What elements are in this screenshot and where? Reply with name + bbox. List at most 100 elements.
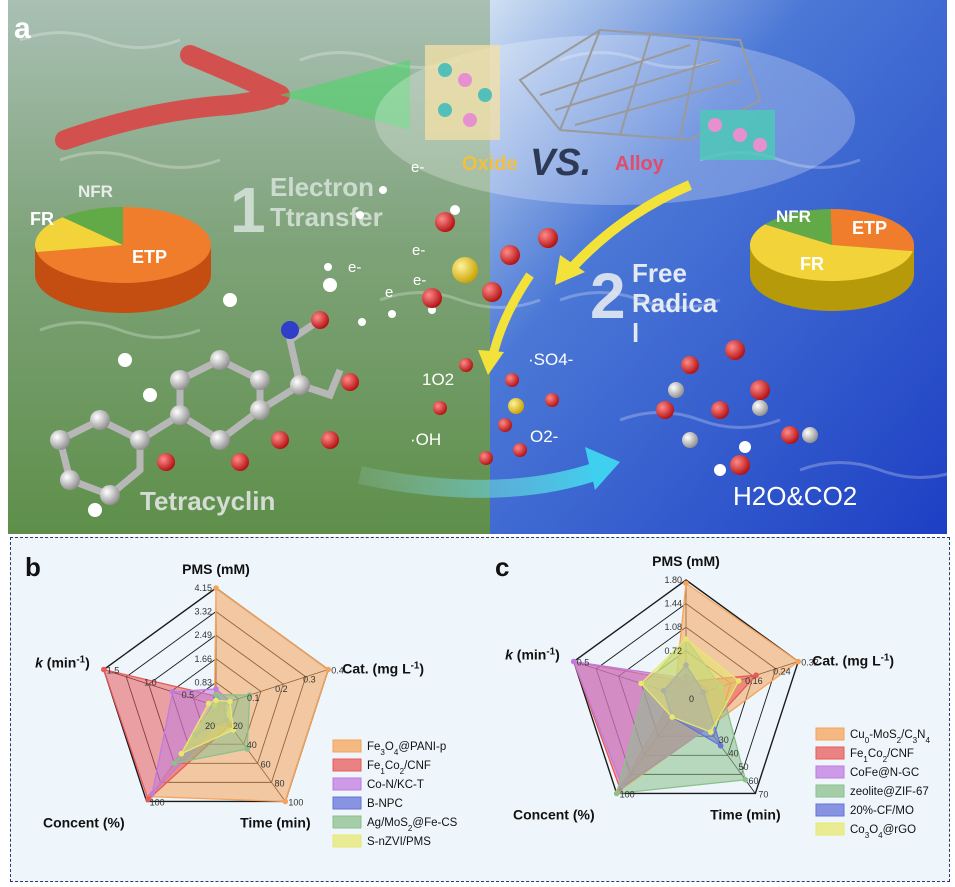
radar-tick-label: 0.1 xyxy=(247,693,260,703)
electron-label-2: e- xyxy=(412,242,425,259)
radar-tick-label: 0.2 xyxy=(275,684,288,694)
electron-dots xyxy=(324,186,436,326)
radar-point xyxy=(213,585,219,591)
oxide-crystal xyxy=(425,45,500,140)
radar-tick-label: 20 xyxy=(205,721,215,731)
tetracycline-atoms xyxy=(50,278,359,517)
radar-point xyxy=(613,790,620,797)
radar-axis-title: Concent (%) xyxy=(513,806,595,822)
left-pie-slice-etp xyxy=(36,207,212,283)
superoxide-label: O2- xyxy=(530,427,558,446)
right-pie-label-nfr: NFR xyxy=(776,207,811,226)
radar-axis-title: PMS (mM) xyxy=(182,561,250,577)
legend-swatch xyxy=(815,765,845,779)
radar-tick-label: 100 xyxy=(288,797,303,807)
radar-tick-label: 1.66 xyxy=(194,654,212,664)
alloy-crystal xyxy=(700,110,775,160)
legend-entry: Ag/MoS2@Fe-CS xyxy=(367,817,458,833)
step2-number: 2 xyxy=(590,260,626,332)
legend-swatch xyxy=(815,746,845,760)
radar-point xyxy=(244,746,251,752)
radar-tick-label: 1.0 xyxy=(144,678,157,688)
radar-tick-label: 4.15 xyxy=(194,583,212,593)
panel-a-label: a xyxy=(14,12,31,45)
right-pie-label-fr: FR xyxy=(800,254,824,274)
right-pie-chart: NFR ETP FR xyxy=(749,207,914,311)
right-pie-slice-etp xyxy=(830,209,914,252)
radar-tick-label: 0.5 xyxy=(577,658,590,668)
electron-label-3: e- xyxy=(348,259,361,276)
radar-point xyxy=(230,727,237,733)
step2-line2: Radica xyxy=(632,288,718,318)
radar-point xyxy=(246,692,253,698)
radar-tick-label: 40 xyxy=(729,749,739,759)
legend-entry: Co3O4@rGO xyxy=(850,824,916,840)
radical-atoms xyxy=(433,358,559,465)
radar-tick-label: 3.32 xyxy=(194,607,212,617)
radar-point xyxy=(683,636,689,642)
legend-entry: Fe3O4@PANI-p xyxy=(367,741,446,757)
radar-tick-label: 60 xyxy=(261,759,271,769)
step1-number: 1 xyxy=(230,174,266,246)
free-radical-arrow-upper-head xyxy=(555,255,585,285)
radar-point xyxy=(795,658,802,665)
legend-swatch xyxy=(332,758,362,772)
product-molecules xyxy=(656,340,818,476)
products-label: H2O&CO2 xyxy=(733,481,857,511)
tetracycline-label-line2: e xyxy=(138,531,152,534)
electron-label-5: e xyxy=(385,284,393,301)
right-pie-label-etp: ETP xyxy=(852,218,887,238)
radar-axis-title: Cat. (mg L-1) xyxy=(812,652,894,669)
radar-point xyxy=(707,729,714,735)
radar-point xyxy=(325,666,332,673)
radar-point xyxy=(742,777,749,783)
left-pie-label-nfr: NFR xyxy=(78,182,113,201)
radar-point xyxy=(169,689,176,695)
radar-tick-label: 1.08 xyxy=(664,622,682,632)
singlet-oxygen-label: 1O2 xyxy=(422,370,454,389)
radar-point xyxy=(213,697,219,704)
radar-axis-title: Time (min) xyxy=(710,806,781,822)
legend-entry: zeolite@ZIF-67 xyxy=(850,786,929,798)
sulfate-radical-label: ·SO4- xyxy=(528,350,573,369)
left-pie-chart: ETP FR NFR xyxy=(30,182,212,313)
radar-tick-label: 0.24 xyxy=(773,667,791,677)
radar-point xyxy=(171,760,178,767)
radar-panel-label: b xyxy=(25,552,41,582)
radar-tick-label: 0.5 xyxy=(182,690,195,700)
radar-point xyxy=(753,672,759,679)
radar-axis-title: Time (min) xyxy=(240,814,311,830)
radar-tick-label: 2.49 xyxy=(194,630,212,640)
alloy-label: Alloy xyxy=(615,153,665,175)
radar-tick-label: 0.16 xyxy=(745,676,763,686)
legend-entry: Cu0-MoS2/C3N4 xyxy=(850,729,930,745)
left-pie-label-etp: ETP xyxy=(132,247,167,267)
radar-point xyxy=(100,666,107,673)
legend-swatch xyxy=(815,803,845,817)
graphene-sheet xyxy=(518,28,762,142)
right-pie-slice-nfr xyxy=(764,209,832,245)
radar-tick-label: 0.72 xyxy=(664,646,682,656)
step1-line1: Electron xyxy=(270,172,374,202)
radar-tick-label: 100 xyxy=(150,797,165,807)
step2-line3: l xyxy=(632,318,639,348)
radar-tick-label: 80 xyxy=(274,778,284,788)
radar-point xyxy=(638,680,644,687)
radar-point xyxy=(213,691,219,698)
radar-point xyxy=(669,714,675,720)
radar-tick-label: 50 xyxy=(739,762,749,772)
radar-point xyxy=(149,791,155,797)
radar-axis-title: PMS (mM) xyxy=(652,553,720,569)
oxide-label: Oxide xyxy=(462,153,518,175)
radar-point xyxy=(735,678,742,684)
left-pie-slice-fr xyxy=(35,217,123,253)
nanofiber xyxy=(55,45,290,150)
left-pie-label-fr: FR xyxy=(30,209,54,229)
radar-tick-label: 70 xyxy=(758,789,768,799)
radar-tick-label: 1.44 xyxy=(664,599,682,609)
step1-line2: Ttransfer xyxy=(270,202,383,232)
panel-a-illustration: a Oxide VS. Alloy 1 Electron Ttransfer 2… xyxy=(8,0,947,534)
legend-entry: B-NPC xyxy=(367,798,403,810)
radar-point xyxy=(570,658,577,665)
